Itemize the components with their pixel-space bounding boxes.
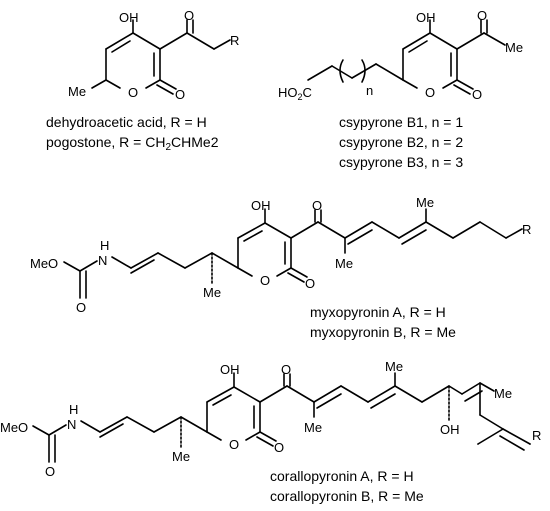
ketone-oxygen-label: O <box>281 362 291 377</box>
caption-corallopyronin-a: corallopyronin A, R = H <box>270 468 414 484</box>
caption-csypyrone-b1: csypyrone B1, n = 1 <box>339 114 463 130</box>
methoxy-label: MeO <box>0 420 28 435</box>
ring-oxygen-label: O <box>128 85 138 100</box>
hydroxyl-label: OH <box>440 422 460 437</box>
hydroxyl-label: OH <box>251 198 271 213</box>
dehydroacetic-acid-structure <box>91 19 231 95</box>
hydroxyl-label: OH <box>220 362 240 377</box>
carboxylic-acid-label: HO2C <box>278 85 312 102</box>
r-group-label: R <box>532 428 541 443</box>
lactone-oxygen-label: O <box>175 87 185 102</box>
nh-nitrogen-label: N <box>98 253 107 268</box>
lactone-oxygen-label: O <box>305 276 315 291</box>
caption-dehydroacetic-acid: dehydroacetic acid, R = H <box>46 114 207 130</box>
lactone-oxygen-label: O <box>472 87 482 102</box>
myxopyronin-structure <box>63 208 523 299</box>
caption-myxopyronin-a: myxopyronin A, R = H <box>310 304 446 320</box>
csypyrone-structure <box>307 19 506 95</box>
hydroxyl-label: OH <box>416 10 436 25</box>
methyl-label: Me <box>505 40 523 55</box>
methyl-label: Me <box>172 449 190 464</box>
caption-csypyrone-b3: csypyrone B3, n = 3 <box>339 154 463 170</box>
methyl-label: Me <box>304 420 322 435</box>
nh-hydrogen-label: H <box>69 402 78 417</box>
caption-pogostone: pogostone, R = CH2CHMe2 <box>46 134 219 153</box>
carbonyl-oxygen-label: O <box>45 464 55 479</box>
ring-oxygen-label: O <box>260 273 270 288</box>
methyl-label: Me <box>335 256 353 271</box>
lactone-oxygen-label: O <box>274 440 284 455</box>
ketone-oxygen-label: O <box>477 8 487 23</box>
caption-csypyrone-b2: csypyrone B2, n = 2 <box>339 134 463 150</box>
repeat-n-label: n <box>366 83 373 98</box>
nh-nitrogen-label: N <box>67 417 76 432</box>
ketone-oxygen-label: O <box>312 198 322 213</box>
nh-hydrogen-label: H <box>100 238 109 253</box>
methyl-label: Me <box>385 359 403 374</box>
caption-corallopyronin-b: corallopyronin B, R = Me <box>270 488 424 504</box>
methoxy-label: MeO <box>30 256 58 271</box>
methyl-label: Me <box>416 195 434 210</box>
hydroxyl-label: OH <box>119 10 139 25</box>
ring-oxygen-label: O <box>425 85 435 100</box>
r-group-label: R <box>230 33 239 48</box>
caption-myxopyronin-b: myxopyronin B, R = Me <box>310 324 456 340</box>
methyl-label: Me <box>68 84 86 99</box>
methyl-label: Me <box>494 386 512 401</box>
methyl-label: Me <box>203 285 221 300</box>
corallopyronin-structure <box>32 372 531 463</box>
ring-oxygen-label: O <box>229 437 239 452</box>
r-group-label: R <box>522 222 531 237</box>
carbonyl-oxygen-label: O <box>76 300 86 315</box>
ketone-oxygen-label: O <box>184 8 194 23</box>
